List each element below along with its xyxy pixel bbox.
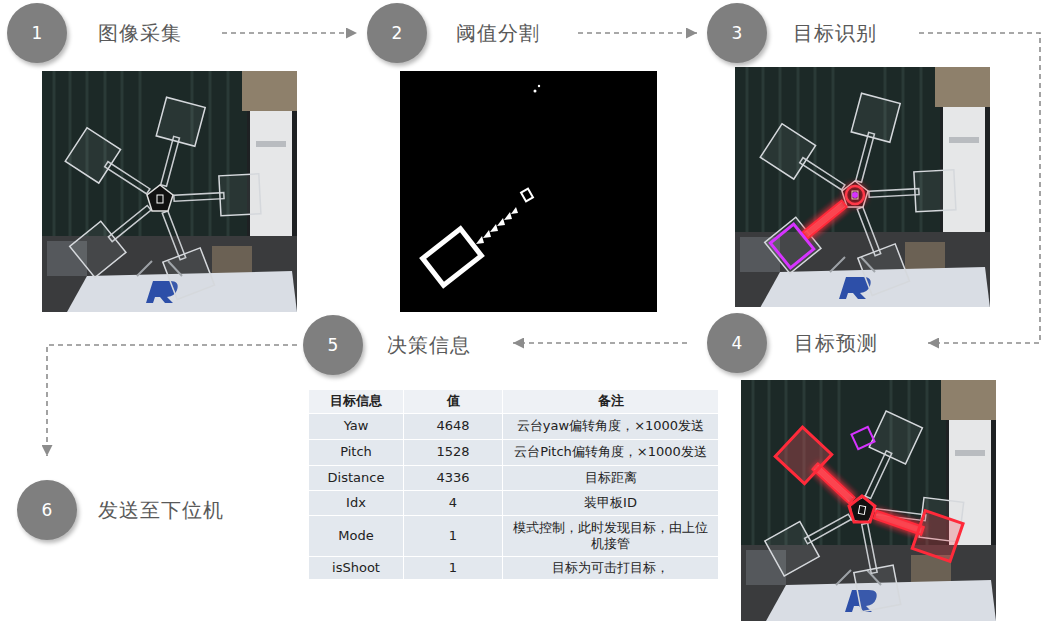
step-label: 决策信息 [387,332,471,359]
step-node: 3 目标识别 [707,3,877,63]
table-cell: 云台Pitch偏转角度，×1000发送 [503,440,719,466]
step-label: 图像采集 [98,20,182,47]
step-node: 2 阈值分割 [367,3,540,63]
cell-text: 4 [449,495,457,511]
cell-text: 备注 [598,393,624,409]
cell-text: 4336 [436,470,469,486]
table-cell: Mode [309,516,404,557]
table-cell: 目标信息 [309,390,404,414]
recognition-photo [735,67,991,307]
step-node: 4 目标预测 [707,313,878,373]
table-cell: 值 [404,390,503,414]
table-cell: Yaw [309,414,404,440]
dashed-arrow [513,342,687,344]
binary-image [400,71,657,312]
step-node: 5 决策信息 [303,315,471,375]
table-cell: Distance [309,466,404,491]
table-cell: 目标为可击打目标， [503,557,719,580]
table-cell: 装甲板ID [503,491,719,516]
cell-text: Pitch [340,444,372,460]
step-node: 6 发送至下位机 [17,480,224,540]
step-number: 5 [303,315,363,375]
cell-text: Distance [328,470,385,486]
cell-text: 装甲板ID [584,495,637,511]
cell-text: isShoot [332,560,380,576]
decision-table: 目标信息 值 备注 Yaw 4648 云台yaw偏转角度，×1000发送 Pitch 1528… [309,390,719,580]
cell-text: Yaw [344,418,369,434]
step-number: 3 [707,3,767,63]
table-cell: 1528 [404,440,503,466]
step-number: 4 [707,313,767,373]
cell-text: Idx [346,495,366,511]
cell-text: 目标为可击打目标， [552,560,669,576]
dashed-arrow [47,345,297,456]
table-cell: 4648 [404,414,503,440]
cell-text: 云台yaw偏转角度，×1000发送 [517,418,704,434]
cell-text: 目标信息 [330,393,382,409]
table-cell: 1 [404,557,503,580]
table-cell: 云台yaw偏转角度，×1000发送 [503,414,719,440]
table-cell: Pitch [309,440,404,466]
camera-photo [42,71,297,312]
cell-text: 目标距离 [585,470,637,486]
table-cell: 目标距离 [503,466,719,491]
step-label: 阈值分割 [456,20,540,47]
cell-text: 1 [449,528,457,544]
cell-text: 云台Pitch偏转角度，×1000发送 [514,444,707,460]
cell-text: Mode [338,528,373,544]
dashed-arrow [222,32,357,34]
table-cell: 1 [404,516,503,557]
cell-text: 值 [447,393,460,409]
table-cell: 4336 [404,466,503,491]
table-cell: 模式控制，此时发现目标，由上位机接管 [503,516,719,557]
dashed-arrow [578,32,697,34]
step-number: 6 [17,480,77,540]
table-cell: 4 [404,491,503,516]
step-label: 目标识别 [793,20,877,47]
step-label: 目标预测 [794,330,878,357]
cell-text: 1 [449,560,457,576]
step-node: 1 图像采集 [7,3,182,63]
step-number: 2 [367,3,427,63]
cell-text: 模式控制，此时发现目标，由上位机接管 [507,520,714,553]
cell-text: 1528 [436,444,469,460]
table-cell: 备注 [503,390,719,414]
table-cell: isShoot [309,557,404,580]
prediction-photo [741,380,1000,622]
step-number: 1 [7,3,67,63]
table-cell: Idx [309,491,404,516]
cell-text: 4648 [436,418,469,434]
step-label: 发送至下位机 [98,497,224,524]
